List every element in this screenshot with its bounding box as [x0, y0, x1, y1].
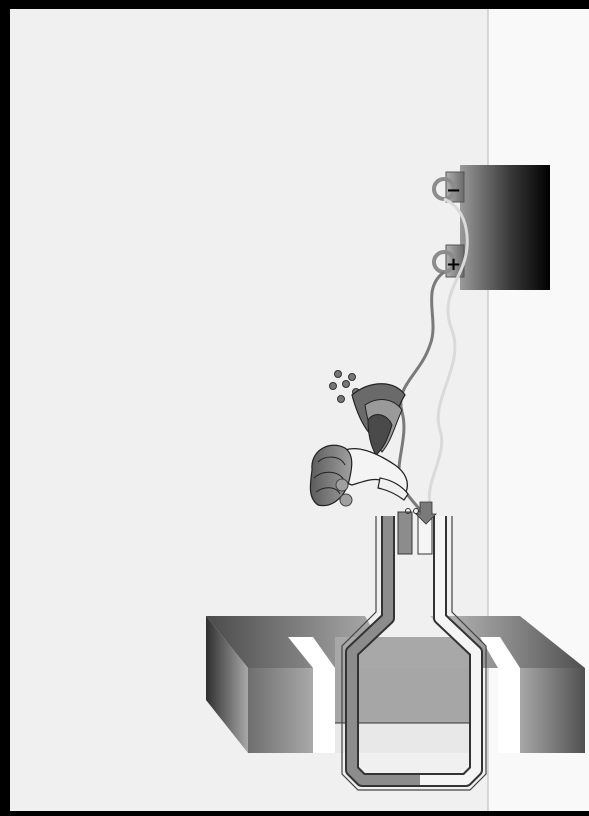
switch-contact-left — [397, 511, 413, 555]
magnet-left-side — [206, 616, 248, 753]
magnet-core-top — [335, 637, 480, 668]
magnet-right-insulator-top — [480, 637, 520, 668]
magnet-left-insulator — [313, 668, 335, 753]
magnet-left-front — [248, 668, 313, 753]
battery-negative-label: − — [446, 180, 461, 201]
magnet-core-lower — [335, 723, 480, 753]
horseshoe-magnet-icon — [206, 616, 585, 753]
magnet-right-insulator — [498, 668, 520, 753]
person-shocked-icon — [309, 383, 409, 507]
magnet-right-front — [520, 668, 585, 753]
battery-positive-label: + — [446, 254, 461, 275]
switch-arrow — [415, 501, 437, 525]
wire-positive — [397, 270, 445, 513]
electric-spark-icon — [329, 370, 360, 403]
magnet-core-front — [335, 668, 480, 723]
wire-negative — [427, 197, 469, 506]
battery-icon: − + — [432, 165, 550, 290]
wire-loop-icon — [341, 501, 487, 791]
magnet-left-insulator-top — [288, 637, 335, 668]
